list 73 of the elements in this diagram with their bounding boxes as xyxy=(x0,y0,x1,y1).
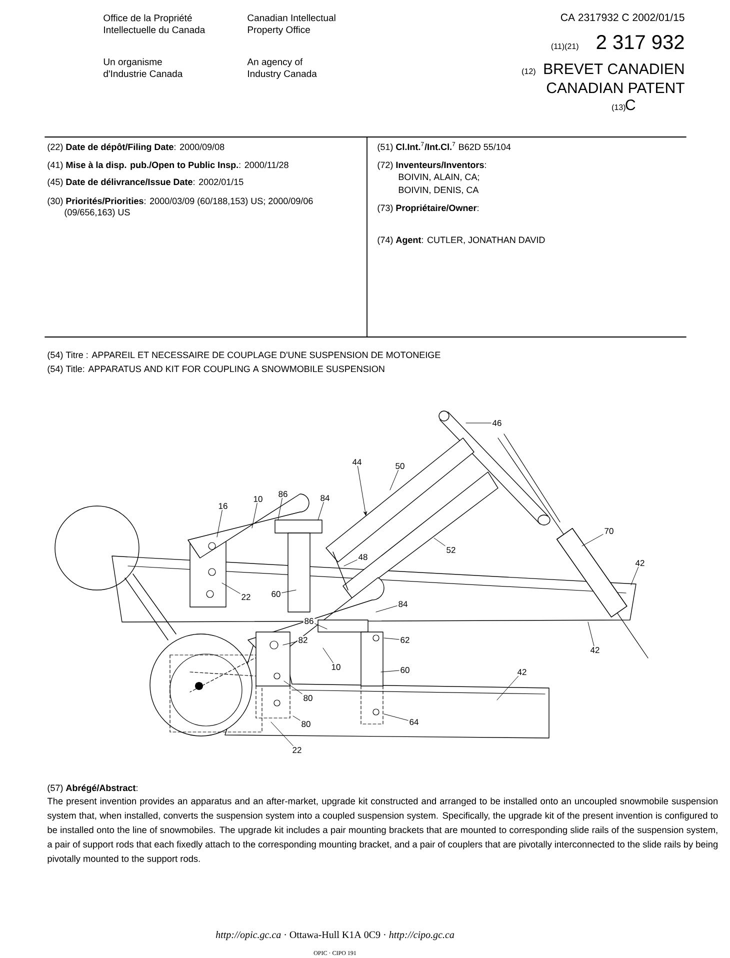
callout-number: 42 xyxy=(589,646,601,654)
text: (72) Inventeurs/Inventors: xyxy=(378,161,486,170)
text: (30) Priorités/Priorities: 2000/03/09 (60/188,153) US; 2000/09/06 (09/656,163) US xyxy=(48,197,313,218)
text: (13) xyxy=(612,104,626,112)
callout-number: 86 xyxy=(277,490,289,498)
text: 2 317 932 xyxy=(596,35,684,50)
leader-line xyxy=(582,534,604,546)
text: CA 2317932 C 2002/01/15 xyxy=(560,13,684,22)
leader-line xyxy=(630,566,639,586)
text: An agency of Industry Canada xyxy=(247,58,317,79)
leader-line xyxy=(322,648,334,664)
callout-number: 62 xyxy=(399,636,411,644)
leader-line xyxy=(380,670,400,672)
callout-number: 44 xyxy=(351,458,363,466)
leader-line xyxy=(357,466,367,516)
leader-line xyxy=(384,638,400,640)
leader-line xyxy=(292,716,300,721)
leader-line xyxy=(216,510,222,538)
leader-line xyxy=(278,498,282,520)
callout-number: 46 xyxy=(491,419,503,428)
text: BOIVIN, DENIS, CA xyxy=(398,186,479,194)
leader-line xyxy=(282,590,296,594)
leader-line xyxy=(588,622,594,646)
callout-number: 60 xyxy=(399,666,411,674)
text: BREVET CANADIEN xyxy=(544,64,684,74)
text: Canadian Intellectual Property Office xyxy=(248,14,336,35)
leader-line xyxy=(376,606,398,612)
text: C xyxy=(626,100,636,110)
leader-line xyxy=(314,623,328,630)
text: (54) Title: APPARATUS AND KIT FOR COUPLING A SNOWMOBILE SUSPENSION xyxy=(48,365,384,374)
text: (57) Abrégé/Abstract: xyxy=(48,784,138,793)
leader-line xyxy=(384,714,408,721)
text: Un organisme d'Industrie Canada xyxy=(104,58,183,78)
leader-line xyxy=(252,502,258,528)
callout-number: 50 xyxy=(394,462,406,470)
callout-number: 22 xyxy=(291,746,303,754)
leader-line xyxy=(284,680,302,694)
callout-number: 22 xyxy=(240,593,252,601)
text: http://opic.gc.ca · Ottawa-Hull K1A 0C9 · http://cipo.gc.ca xyxy=(216,931,454,940)
leader-line xyxy=(390,470,398,490)
callout-number: 52 xyxy=(445,546,457,554)
leader-line xyxy=(270,722,294,746)
leader-line xyxy=(344,560,358,566)
text: (51) Cl.Int.$^{7}$/Int.Cl.$^{7}$ B62D 55/104 xyxy=(378,142,511,152)
callout-number: 60 xyxy=(270,590,282,598)
callout-number: 86 xyxy=(303,617,315,626)
callout-number: 42 xyxy=(516,668,528,676)
text: BOIVIN, ALAIN, CA; xyxy=(398,174,479,182)
callout-number: 48 xyxy=(357,553,369,562)
text: (12) xyxy=(522,68,536,76)
text: Office de la Propriété Intellectuelle du Canada xyxy=(104,14,206,34)
text: (54) Titre : APPAREIL ET NECESSAIRE DE COUPLAGE D'UNE SUSPENSION DE MOTONEIGE xyxy=(48,351,440,360)
text: (74) Agent: CUTLER, JONATHAN DAVID xyxy=(378,236,545,245)
leader-line xyxy=(466,422,492,424)
leader-line xyxy=(222,582,240,594)
leader-line xyxy=(434,538,446,546)
text: (45) Date de délivrance/Issue Date: 2002/01/15 xyxy=(48,178,244,187)
callout-number: 84 xyxy=(319,494,331,502)
leader-line xyxy=(282,641,298,646)
callout-number: 10 xyxy=(252,495,264,504)
callout-number: 10 xyxy=(330,663,342,671)
leader-line xyxy=(318,502,324,520)
callout-number: 42 xyxy=(634,559,646,567)
callout-number: 70 xyxy=(603,527,615,536)
text: (11)(21) xyxy=(551,43,578,51)
text: (73) Propriétaire/Owner: xyxy=(378,204,478,213)
callout-number: 16 xyxy=(217,502,229,510)
text: (41) Mise à la disp. pub./Open to Public Insp.: 2000/11/28 xyxy=(48,161,288,170)
text: The present invention provides an apparatus and an after-market, upgrade kit constructed and arranged to be installed onto an uncoupled snowmobile suspension system that, when installed, converts the suspension system into a coupled suspension system. Specifically, the upgrade kit of the present invention is configured to be installed onto the line of snowmobiles. The upgrade kit includes a pair mounting brackets that are mounted to corresponding slide rails of the suspension system, a pair of support rods that each fixedly attach to the corresponding mounting bracket, and a pair of couplers that are pivotally interconnected to the slide rails by being pivotally mounted to the support rods. xyxy=(47,798,718,864)
callout-number: 84 xyxy=(397,600,409,608)
text: (22) Date de dépôt/Filing Date: 2000/09/08 xyxy=(48,143,224,152)
leader-line xyxy=(496,676,519,700)
text: CANADIAN PATENT xyxy=(546,82,684,94)
